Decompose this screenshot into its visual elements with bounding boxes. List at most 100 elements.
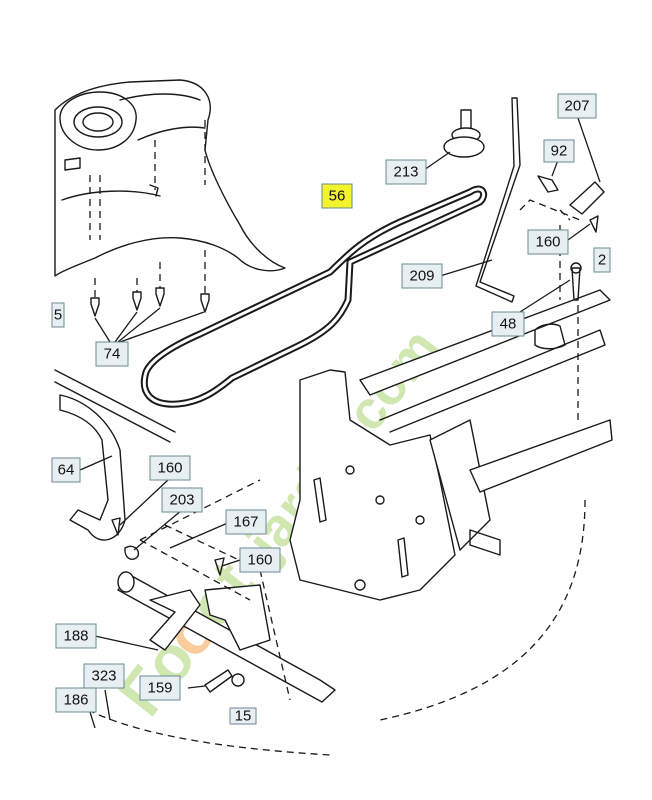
leader-209 [439, 259, 493, 277]
fuel-cap-inner [82, 112, 114, 132]
label-160-low: 160 [239, 547, 281, 573]
pulley-213 [423, 109, 485, 171]
lever-207 [569, 181, 605, 215]
fuel-cap [73, 106, 123, 138]
svg-text:160: 160 [247, 552, 272, 569]
pulley-shaft [460, 109, 472, 131]
pedal-arm [59, 394, 126, 541]
frame-bracket [534, 323, 566, 350]
label-213: 213 [385, 159, 427, 185]
svg-text:5: 5 [54, 307, 62, 324]
svg-text:159: 159 [147, 680, 172, 697]
rod-dash-box [519, 199, 581, 221]
belt-inner [142, 187, 486, 406]
label-167: 167 [225, 509, 267, 535]
frame-hole-c [415, 515, 425, 525]
svg-text:203: 203 [169, 492, 194, 509]
clip-160b [111, 517, 121, 536]
leader-167 [169, 521, 231, 549]
linkage-dash-box [87, 479, 331, 756]
chassis-frame [289, 225, 613, 721]
svg-text:92: 92 [551, 143, 568, 160]
pulley-wheel [443, 136, 485, 158]
washer-159 [231, 673, 245, 687]
frame-corner [469, 529, 501, 556]
svg-text:160: 160 [535, 234, 560, 251]
label-160-top: 160 [527, 229, 569, 255]
hood-ridge [119, 93, 206, 141]
label-159: 159 [139, 675, 181, 701]
leader-207 [577, 117, 601, 183]
frame-bolt-48 [571, 267, 581, 301]
leader-160b [119, 479, 169, 526]
label-64: 64 [51, 457, 81, 483]
leader-92 [551, 159, 559, 177]
frame-slot-2 [397, 537, 409, 578]
svg-text:167: 167 [233, 514, 258, 531]
linkage-rod-64 [54, 369, 176, 433]
washer-203 [124, 545, 139, 560]
frame-slot-1 [313, 477, 327, 523]
label-5: 5 [51, 302, 65, 328]
label-56-highlight [321, 183, 353, 209]
svg-text:160: 160 [157, 460, 182, 477]
label-56: 56 [321, 183, 353, 209]
leader-323 [104, 689, 111, 721]
screw-d [200, 293, 210, 313]
frame-rail-mid [379, 329, 606, 433]
leader-203 [133, 509, 183, 551]
screw-a [90, 297, 100, 317]
drive-belt-56 [140, 185, 488, 408]
label-209: 209 [401, 263, 443, 289]
svg-text:323: 323 [91, 668, 116, 685]
hood-vent [64, 157, 81, 171]
svg-text:2: 2 [598, 252, 606, 269]
frame-bolt-head-48 [570, 262, 582, 274]
frame-dash-right [379, 305, 586, 721]
label-186: 186 [55, 687, 97, 713]
svg-text:56: 56 [329, 188, 346, 205]
leader-213 [423, 151, 451, 171]
hood-rib [149, 184, 159, 197]
svg-text:213: 213 [393, 164, 418, 181]
control-rod-209 [439, 97, 605, 303]
rod-main [475, 97, 521, 303]
frame-hole-a [345, 465, 355, 475]
frame-hole-d [354, 579, 366, 591]
leader-186 [89, 711, 96, 729]
clip-160a [589, 215, 599, 233]
lever-bracket [204, 584, 271, 651]
svg-text:186: 186 [63, 692, 88, 709]
leader-188 [94, 635, 159, 651]
linkage-rod-64b [54, 381, 171, 443]
svg-text:209: 209 [409, 268, 434, 285]
leader-74 [94, 307, 205, 343]
screws-74 [90, 250, 210, 343]
pin-159 [204, 669, 233, 693]
pedal-linkage [54, 369, 336, 756]
lever-188 [149, 589, 201, 651]
svg-text:48: 48 [500, 316, 517, 333]
svg-text:188: 188 [63, 628, 88, 645]
frame-side-plate [429, 419, 491, 551]
svg-text:64: 64 [58, 462, 75, 479]
label-160-mid: 160 [149, 455, 191, 481]
label-323: 323 [83, 663, 125, 689]
clip-160c [214, 557, 225, 576]
label-15: 15 [229, 707, 257, 725]
bolt-92 [537, 175, 559, 193]
leader-159 [187, 685, 206, 689]
label-203: 203 [161, 487, 203, 513]
label-48: 48 [491, 311, 525, 337]
label-188: 188 [55, 623, 97, 649]
screw-b [132, 291, 142, 311]
leader-160c [221, 559, 241, 567]
label-2: 2 [593, 247, 611, 273]
screw-c [155, 287, 165, 307]
leader-64 [79, 455, 113, 471]
svg-text:74: 74 [104, 346, 121, 363]
hood-assembly [54, 79, 286, 277]
frame-plate [289, 369, 456, 601]
shaft-end [117, 571, 135, 593]
label-74: 74 [95, 341, 129, 367]
